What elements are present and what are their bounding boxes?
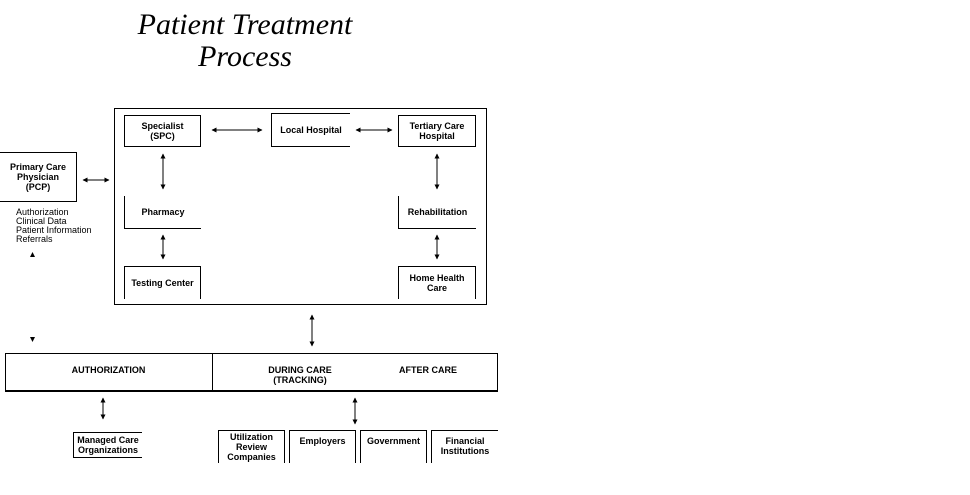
tertiary-care-hospital-box: Tertiary Care Hospital	[398, 115, 476, 147]
specialist-box: Specialist (SPC)	[124, 115, 201, 147]
pcp-box: Primary Care Physician (PCP)	[0, 152, 77, 202]
note-clinical-data: Clinical Data	[16, 216, 67, 226]
employers-box: Employers	[289, 430, 356, 463]
financial-institutions-box: Financial Institutions	[431, 430, 498, 463]
local-hospital-box: Local Hospital	[271, 113, 350, 147]
government-box: Government	[360, 430, 427, 463]
rehabilitation-box: Rehabilitation	[398, 196, 476, 229]
after-care-label: AFTER CARE	[399, 365, 457, 375]
note-authorization: Authorization	[16, 207, 69, 217]
provider-network-frame	[114, 108, 487, 305]
authorization-label: AUTHORIZATION	[71, 365, 146, 375]
managed-care-organizations-box: Managed Care Organizations	[73, 432, 142, 458]
home-health-care-box: Home Health Care	[398, 266, 476, 299]
arrowhead-authorization-down	[30, 337, 35, 342]
utilization-review-companies-box: Utilization Review Companies	[218, 430, 285, 463]
arrowhead-pcp-up	[30, 252, 35, 257]
title-line-1: Patient Treatment	[137, 8, 353, 41]
title-line-2: Process	[198, 40, 292, 73]
during-care-label: DURING CARE (TRACKING)	[268, 365, 332, 385]
care-phase-divider	[212, 353, 213, 392]
care-phase-bar	[5, 353, 498, 392]
note-patient-information: Patient Information	[16, 225, 92, 235]
pharmacy-box: Pharmacy	[124, 196, 201, 229]
note-referrals: Referrals	[16, 234, 53, 244]
testing-center-box: Testing Center	[124, 266, 201, 299]
